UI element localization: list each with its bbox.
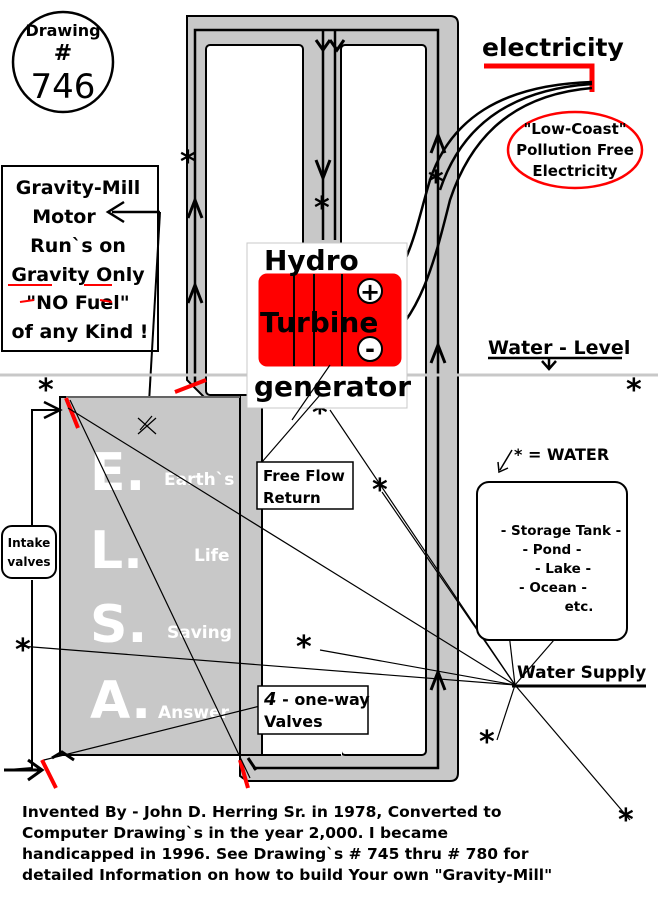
one-way-valves bbox=[40, 378, 250, 789]
low-cost-bubble: "Low-Coast" Pollution Free Electricity bbox=[506, 110, 644, 190]
motor-line-4: Gravity Only bbox=[11, 264, 145, 286]
water-symbol: * bbox=[479, 725, 495, 760]
bubble-line-3: Electricity bbox=[532, 162, 617, 180]
storage-tank: - Storage Tank - - Pond - - Lake - - Oce… bbox=[476, 481, 628, 641]
elsa-letter-s: S. bbox=[90, 595, 147, 655]
one-way-valves-title: 4 - one-way bbox=[263, 689, 370, 710]
electricity-label: electricity bbox=[482, 33, 624, 62]
drawing-number-badge: Drawing # 746 bbox=[11, 10, 115, 114]
water-symbol: * bbox=[314, 191, 330, 226]
motor-line-2: Motor bbox=[32, 206, 96, 228]
water-level-label: Water - Level bbox=[488, 337, 630, 359]
water-supply-label: Water Supply bbox=[517, 663, 646, 683]
elsa-word-saving: Saving bbox=[167, 623, 232, 643]
storage-line-3: - Lake - bbox=[535, 561, 591, 577]
minus-terminal: - bbox=[365, 335, 375, 363]
elsa-letter-e: E. bbox=[90, 443, 145, 503]
one-way-valves-note: 4 - one-way Valves bbox=[257, 685, 370, 735]
motor-line-1: Gravity-Mill bbox=[16, 177, 140, 199]
motor-line-6: of any Kind ! bbox=[12, 321, 149, 343]
valve-count: 4 bbox=[263, 689, 277, 710]
water-symbol: * bbox=[15, 633, 31, 668]
motor-line-5: "NO Fuel" bbox=[26, 292, 129, 314]
footer-line-4: detailed Information on how to build You… bbox=[22, 866, 553, 884]
footer-line-2: Computer Drawing`s in the year 2,000. I … bbox=[22, 824, 448, 842]
storage-line-5: etc. bbox=[565, 599, 594, 615]
elsa-letter-a: A. bbox=[90, 671, 151, 731]
valves-label: Valves bbox=[264, 712, 323, 731]
water-legend: * = WATER bbox=[514, 445, 609, 464]
water-symbol: * bbox=[626, 373, 642, 408]
footer-line-1: Invented By - John D. Herring Sr. in 197… bbox=[22, 803, 502, 821]
plus-terminal: + bbox=[360, 278, 380, 306]
flow-lines bbox=[193, 28, 440, 770]
footer-line-3: handicapped in 1996. See Drawing`s # 745… bbox=[22, 845, 529, 863]
drawing-label: Drawing bbox=[25, 21, 100, 40]
valve-title-rest: - one-way bbox=[277, 690, 371, 709]
elsa-word-earths: Earth`s bbox=[164, 470, 234, 490]
elsa-letter-l: L. bbox=[90, 521, 143, 581]
water-symbol: * bbox=[180, 145, 196, 180]
water-symbol: * bbox=[372, 473, 388, 508]
hydro-turbine: Hydro Turbine generator + - bbox=[246, 242, 411, 409]
free-flow-line-2: Return bbox=[263, 489, 321, 507]
storage-line-2: - Pond - bbox=[522, 542, 581, 558]
electricity-bar bbox=[484, 63, 595, 92]
water-symbol: * bbox=[38, 373, 54, 408]
elsa-acronym: E. Earth`s L. Life S. Saving A. Answer bbox=[90, 443, 234, 731]
intake-line-2: valves bbox=[7, 555, 50, 569]
bubble-line-2: Pollution Free bbox=[516, 141, 634, 159]
footer-credits: Invented By - John D. Herring Sr. in 197… bbox=[22, 802, 652, 886]
bubble-line-1: "Low-Coast" bbox=[523, 120, 626, 138]
elsa-word-life: Life bbox=[194, 546, 230, 566]
generator-label: generator bbox=[254, 370, 411, 403]
motor-note: Gravity-Mill Motor Run`s on Gravity Only… bbox=[1, 165, 161, 421]
hydro-label: Hydro bbox=[264, 244, 359, 277]
intake-line-1: Intake bbox=[8, 536, 51, 550]
free-flow-line-1: Free Flow bbox=[263, 467, 345, 485]
flow-arrows bbox=[186, 39, 447, 691]
intake-valves-note: Intake valves bbox=[1, 400, 63, 782]
storage-line-1: - Storage Tank - bbox=[501, 523, 622, 539]
turbine-label: Turbine bbox=[260, 306, 378, 339]
motor-line-3: Run`s on bbox=[30, 235, 126, 257]
storage-line-4: - Ocean - bbox=[519, 580, 587, 596]
drawing-number: 746 bbox=[31, 67, 96, 107]
drawing-hash: # bbox=[54, 41, 72, 66]
water-symbol: * bbox=[296, 630, 312, 665]
water-symbol: * bbox=[618, 803, 634, 838]
free-flow-note: Free Flow Return bbox=[256, 461, 354, 510]
